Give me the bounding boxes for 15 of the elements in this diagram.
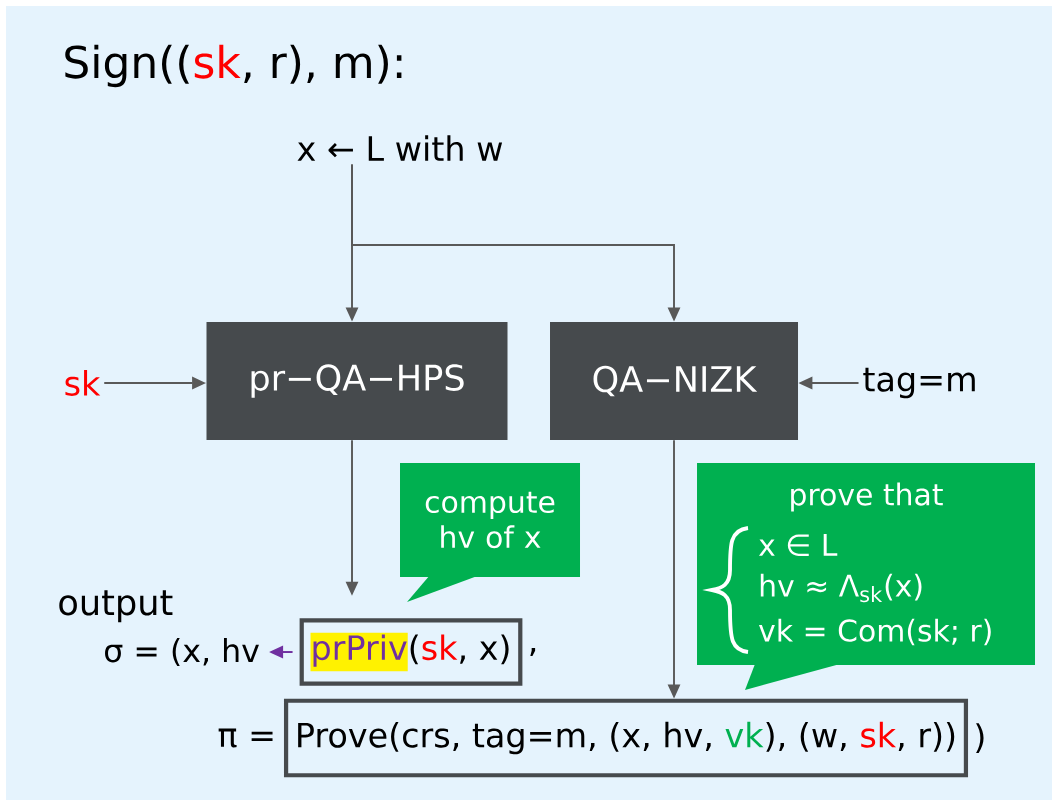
parenthesis: ) [976,723,984,753]
comma: , [530,648,536,656]
input-text: x ← L with w [297,135,503,161]
callout-box: compute hv of x [400,463,580,602]
process-box: pr−QA−HPS [206,322,508,440]
output-box: Prove(crs, tag=m, (x, hv, vk), (w, sk, r)) [283,698,969,778]
callout-box: prove that x ∈ L hv ≈ Λ$_{sk}$(x) vk = Com(sk; r) [697,463,1035,690]
formula-text: π = [218,728,273,748]
input-text: tag=m [863,367,975,399]
output-box: prPriv(sk, x) [299,618,523,686]
process-box: QA−NIZK [550,322,798,440]
output-text: σ = (x, hv [105,637,259,667]
heading-text: output [59,590,173,623]
title: Sign((sk, r), m): [65,44,402,88]
input-text: sk [65,370,101,396]
